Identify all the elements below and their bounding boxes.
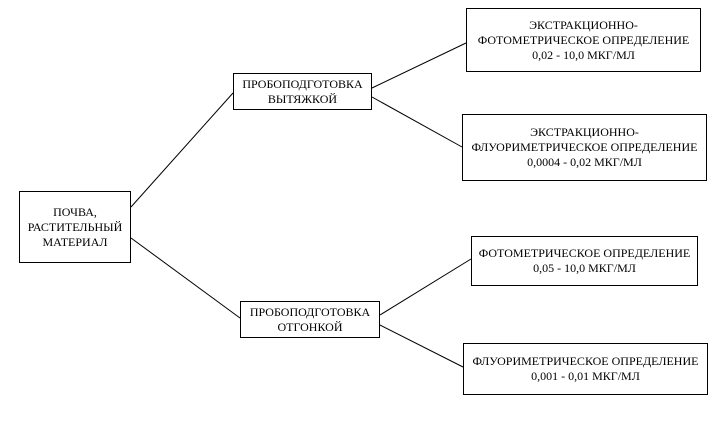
node-distillation-photometric: ФОТОМЕТРИЧЕСКОЕ ОПРЕДЕЛЕНИЕ 0,05 - 10,0 … [471,236,698,286]
connector-distillation-to-fluorimetric [379,324,464,368]
connector-root-to-extraction [130,92,234,208]
connector-extraction-to-photometric [371,42,467,89]
node-label-line: ЭКСТРАКЦИОННО- [529,17,638,32]
node-label-line: ФОТОМЕТРИЧЕСКОЕ ОПРЕДЕЛЕНИЕ [478,246,691,260]
node-label-line: МАТЕРИАЛ [42,234,108,249]
node-distillation-sample-prep: ПРОБОПОДГОТОВКА ОТГОНКОЙ [240,301,380,338]
node-range-line: 0,0004 - 0,02 МКГ/МЛ [527,155,642,169]
node-label-line: РАСТИТЕЛЬНЫЙ [27,219,123,234]
node-label-line: ФЛУОРИМЕТРИЧЕСКОЕ ОПРЕДЕЛЕНИЕ [471,140,698,154]
node-label-line: ПРОБОПОДГОТОВКА [242,76,363,91]
node-label-line: ПРОБОПОДГОТОВКА [249,304,371,319]
node-extraction-fluorimetric: ЭКСТРАКЦИОННО- ФЛУОРИМЕТРИЧЕСКОЕ ОПРЕДЕЛ… [462,114,707,181]
connector-root-to-distillation [130,237,241,319]
node-label-line: ФЛУОРИМЕТРИЧЕСКОЕ ОПРЕДЕЛЕНИЕ [472,354,699,368]
connector-distillation-to-photometric [379,258,472,316]
node-extraction-photometric: ЭКСТРАКЦИОННО- ФОТОМЕТРИЧЕСКОЕ ОПРЕДЕЛЕН… [466,8,701,72]
node-label-line: ОТГОНКОЙ [277,319,343,334]
node-range-line: 0,001 - 0,01 МКГ/МЛ [531,369,640,383]
node-label-line: ВЫТЯЖКОЙ [267,91,338,106]
node-label-line: ЭКСТРАКЦИОННО- [530,125,639,139]
node-distillation-fluorimetric: ФЛУОРИМЕТРИЧЕСКОЕ ОПРЕДЕЛЕНИЕ 0,001 - 0,… [463,343,708,395]
node-range-line: 0,05 - 10,0 МКГ/МЛ [533,261,636,275]
node-soil-plant-material: ПОЧВА, РАСТИТЕЛЬНЫЙ МАТЕРИАЛ [19,191,131,263]
node-label-line: ФОТОМЕТРИЧЕСКОЕ ОПРЕДЕЛЕНИЕ [477,32,690,47]
node-range-line: 0,02 - 10,0 МКГ/МЛ [532,47,635,62]
node-extraction-sample-prep: ПРОБОПОДГОТОВКА ВЫТЯЖКОЙ [233,73,372,110]
node-label-line: ПОЧВА, [53,204,97,219]
connector-extraction-to-fluorimetric [371,96,463,148]
